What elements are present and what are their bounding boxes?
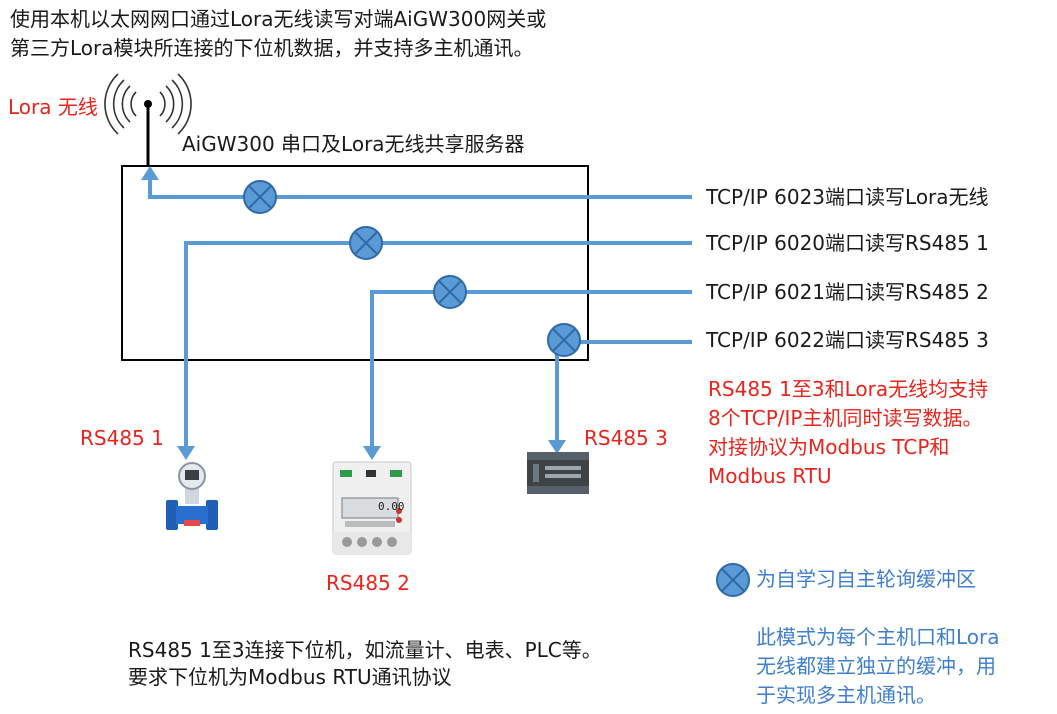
plc-icon bbox=[527, 452, 589, 494]
support-note-line-3: 对接协议为Modbus TCP和 bbox=[708, 435, 950, 459]
antenna-label: Lora 无线 bbox=[8, 95, 98, 119]
bottom-note-line-2: 要求下位机为Modbus RTU通讯协议 bbox=[128, 665, 452, 689]
support-note-line-1: RS485 1至3和Lora无线均支持 bbox=[708, 377, 989, 401]
connection-lines bbox=[148, 176, 692, 452]
arrow-rs485-3 bbox=[548, 440, 566, 454]
port-label-6020: TCP/IP 6020端口读写RS485 1 bbox=[706, 231, 989, 255]
buffer-symbol-rs485-3 bbox=[547, 323, 581, 357]
bottom-note-line-1: RS485 1至3连接下位机，如流量计、电表、PLC等。 bbox=[128, 638, 602, 662]
meter-display: 0.00 bbox=[378, 500, 405, 513]
legend-text: 为自学习自主轮询缓冲区 bbox=[756, 567, 976, 591]
rs485-label-2: RS485 2 bbox=[326, 571, 410, 595]
port-label-6023: TCP/IP 6023端口读写Lora无线 bbox=[706, 185, 989, 209]
line-rs485-2 bbox=[370, 290, 692, 452]
energy-meter-icon bbox=[332, 461, 412, 555]
flow-meter-icon bbox=[166, 462, 218, 530]
line-rs485-1 bbox=[184, 241, 692, 452]
arrow-lora bbox=[141, 166, 159, 180]
arrowheads bbox=[141, 166, 566, 460]
support-note-line-2: 8个TCP/IP主机同时读写数据。 bbox=[708, 406, 983, 430]
port-label-6021: TCP/IP 6021端口读写RS485 2 bbox=[706, 280, 989, 304]
legend-buffer-icon bbox=[716, 563, 750, 597]
port-label-6022: TCP/IP 6022端口读写RS485 3 bbox=[706, 328, 989, 352]
support-note-line-4: Modbus RTU bbox=[708, 464, 832, 488]
buffer-note-line-1: 此模式为每个主机口和Lora bbox=[756, 625, 1000, 649]
arrow-rs485-2 bbox=[363, 446, 381, 460]
intro-line-1: 使用本机以太网网口通过Lora无线读写对端AiGW300网关或 bbox=[10, 7, 547, 31]
buffer-note-line-2: 无线都建立独立的缓冲，用 bbox=[756, 654, 996, 678]
server-box bbox=[121, 165, 589, 361]
line-lora bbox=[148, 176, 692, 199]
buffer-symbol-rs485-2 bbox=[433, 275, 467, 309]
arrow-rs485-1 bbox=[177, 446, 195, 460]
antenna-icon bbox=[104, 73, 192, 166]
buffer-symbol-lora bbox=[243, 180, 277, 214]
rs485-label-3: RS485 3 bbox=[584, 426, 668, 450]
rs485-label-1: RS485 1 bbox=[80, 426, 164, 450]
buffer-symbol-rs485-1 bbox=[349, 226, 383, 260]
buffer-note-line-3: 于实现多主机通讯。 bbox=[756, 683, 936, 707]
intro-line-2: 第三方Lora模块所连接的下位机数据，并支持多主机通讯。 bbox=[10, 36, 534, 60]
server-title: AiGW300 串口及Lora无线共享服务器 bbox=[182, 132, 525, 156]
